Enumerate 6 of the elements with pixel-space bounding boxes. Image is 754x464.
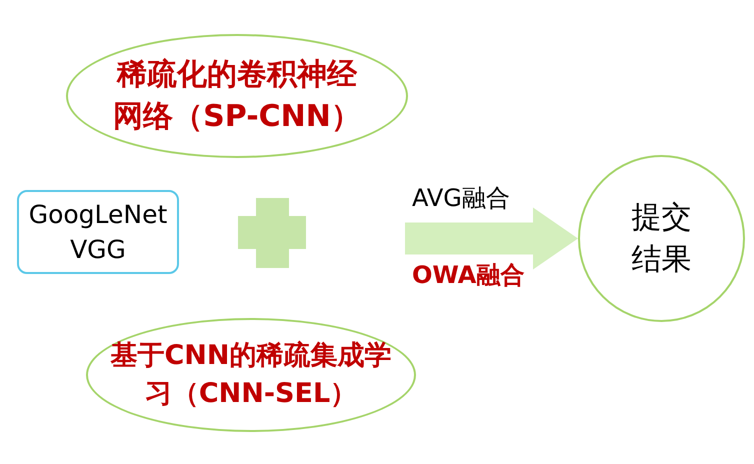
model-box: GoogLeNet VGG: [17, 190, 179, 274]
ellipse-node: 稀疏化的卷积神经网络（SP-CNN）: [66, 34, 408, 158]
result-circle: 提交结果: [578, 155, 745, 322]
arrow: [405, 208, 578, 270]
ellipse-node: 基于CNN的稀疏集成学习（CNN-SEL）: [86, 318, 416, 432]
method-label: OWA融合: [412, 261, 524, 290]
